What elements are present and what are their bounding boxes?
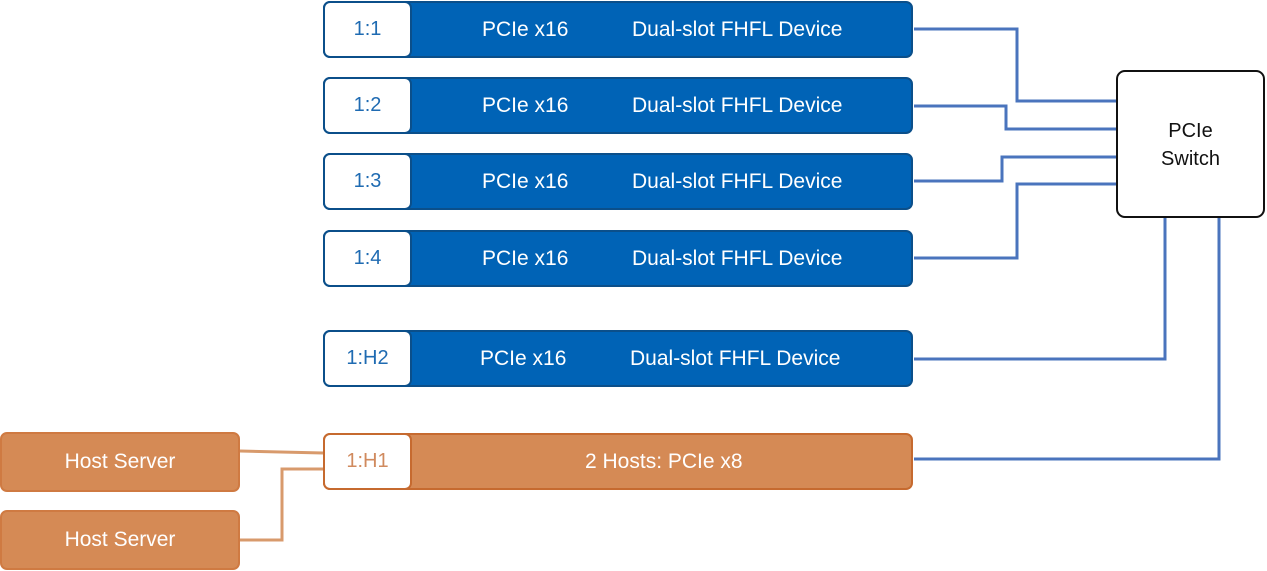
slot-1-1: 1:1 PCIe x16 Dual-slot FHFL Device [323, 1, 913, 58]
slot-device-label: Dual-slot FHFL Device [632, 170, 843, 193]
slot-id-label: 1:H2 [323, 330, 412, 387]
slot-device-label: Dual-slot FHFL Device [632, 94, 843, 117]
link-host-server-1-to-slot [239, 449, 324, 455]
link-slot-1-1-to-switch [914, 27, 1116, 103]
slot-1-h2: 1:H2 PCIe x16 Dual-slot FHFL Device [323, 330, 913, 387]
slot-device-label: Dual-slot FHFL Device [632, 18, 843, 41]
slot-interface-label: PCIe x16 [482, 94, 569, 117]
slot-interface-label: PCIe x16 [480, 347, 567, 370]
host-slot-label: 2 Hosts: PCIe x8 [585, 450, 743, 473]
slot-interface-label: PCIe x16 [482, 18, 569, 41]
slot-id-label: 1:1 [323, 1, 412, 58]
pcie-switch: PCIe Switch [1116, 70, 1265, 218]
host-server-2: Host Server [0, 510, 240, 570]
link-slot-1-2-to-switch [914, 104, 1116, 131]
link-slot-1-h2-to-switch [914, 218, 1167, 361]
slot-1-2: 1:2 PCIe x16 Dual-slot FHFL Device [323, 77, 913, 134]
link-slot-1-4-to-switch [914, 182, 1116, 260]
slot-interface-label: PCIe x16 [482, 247, 569, 270]
host-server-1: Host Server [0, 432, 240, 492]
slot-device-label: Dual-slot FHFL Device [630, 347, 841, 370]
slot-id-label: 1:4 [323, 230, 412, 287]
slot-1-4: 1:4 PCIe x16 Dual-slot FHFL Device [323, 230, 913, 287]
link-host-server-2-to-slot [240, 467, 323, 542]
slot-id-label: 1:2 [323, 77, 412, 134]
slot-id-label: 1:H1 [323, 433, 412, 490]
slot-1-3: 1:3 PCIe x16 Dual-slot FHFL Device [323, 153, 913, 210]
switch-label-line-1: PCIe [1168, 120, 1213, 142]
slot-1-h1: 1:H1 2 Hosts: PCIe x8 [323, 433, 913, 490]
switch-label-line-2: Switch [1161, 148, 1220, 170]
slot-interface-label: PCIe x16 [482, 170, 569, 193]
slot-id-label: 1:3 [323, 153, 412, 210]
link-slot-1-3-to-switch [914, 155, 1116, 183]
link-slot-1-h1-to-switch [914, 218, 1221, 461]
slot-device-label: Dual-slot FHFL Device [632, 247, 843, 270]
